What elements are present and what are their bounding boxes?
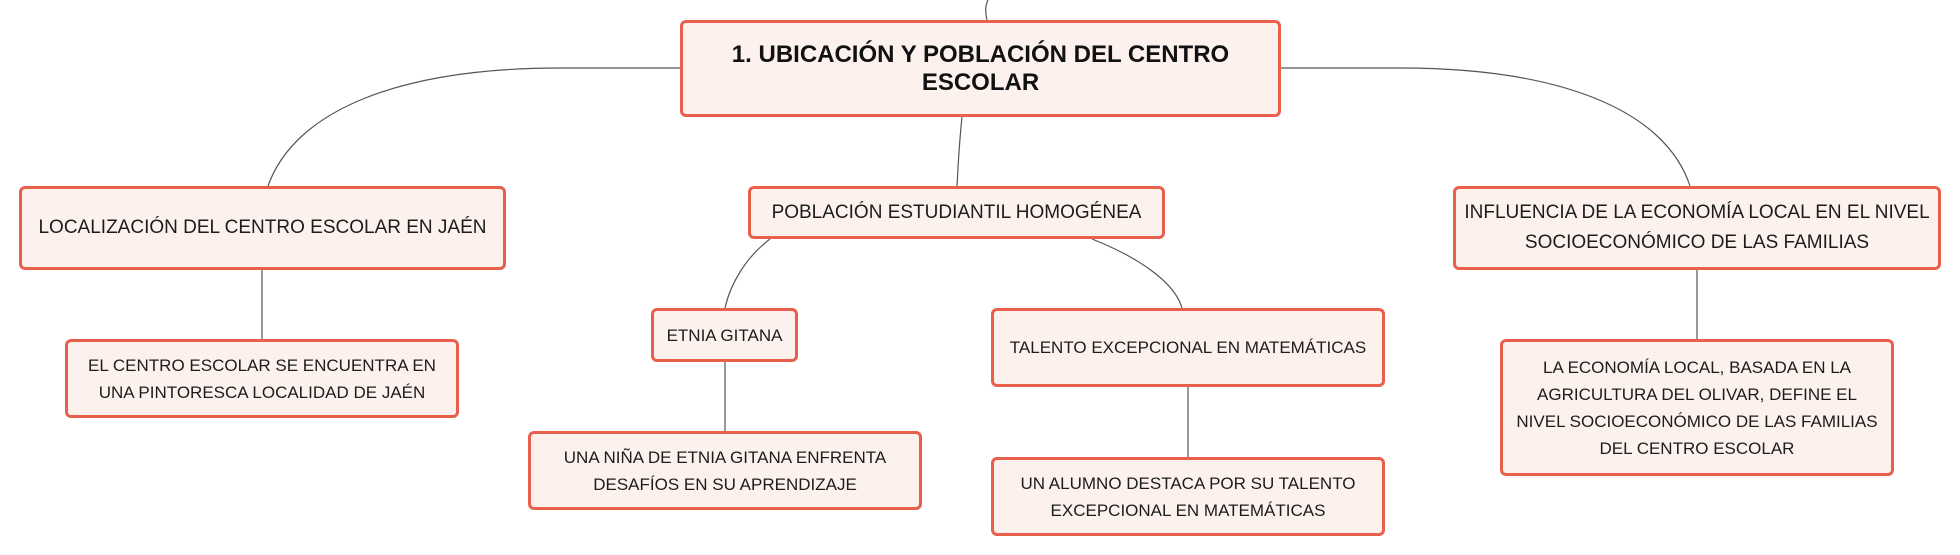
connector-root-to-parent	[985, 0, 989, 21]
subtopic-etnia-gitana-detail[interactable]: UNA NIÑA DE ETNIA GITANA ENFRENTA DESAFÍ…	[528, 431, 922, 510]
connector-poblacion-to-talento	[1091, 238, 1183, 309]
topic-localizacion-label: LOCALIZACIÓN DEL CENTRO ESCOLAR EN JAÉN	[38, 217, 487, 238]
subtopic-etnia-gitana[interactable]: ETNIA GITANA	[651, 308, 798, 362]
topic-poblacion[interactable]: POBLACIÓN ESTUDIANTIL HOMOGÉNEA	[748, 186, 1165, 239]
connector-root-to-localizacion	[267, 67, 680, 187]
subtopic-talento-matematicas-detail[interactable]: UN ALUMNO DESTACA POR SU TALENTO EXCEPCI…	[991, 457, 1385, 536]
subtopic-etnia-gitana-detail-label: UNA NIÑA DE ETNIA GITANA ENFRENTA DESAFÍ…	[563, 447, 887, 494]
subtopic-talento-matematicas-label: TALENTO EXCEPCIONAL EN MATEMÁTICAS	[1009, 338, 1367, 357]
subtopic-talento-matematicas[interactable]: TALENTO EXCEPCIONAL EN MATEMÁTICAS	[991, 308, 1385, 387]
topic-poblacion-label: POBLACIÓN ESTUDIANTIL HOMOGÉNEA	[771, 201, 1142, 223]
root-topic[interactable]: 1. UBICACIÓN Y POBLACIÓN DEL CENTRO ESCO…	[680, 20, 1281, 117]
topic-influencia-label: INFLUENCIA DE LA ECONOMÍA LOCAL EN EL NI…	[1464, 202, 1930, 253]
connector-poblacion-to-etnia	[724, 238, 771, 309]
root-topic-label: 1. UBICACIÓN Y POBLACIÓN DEL CENTRO ESCO…	[731, 40, 1230, 96]
topic-localizacion[interactable]: LOCALIZACIÓN DEL CENTRO ESCOLAR EN JAÉN	[19, 186, 506, 270]
subtopic-localizacion-detail[interactable]: EL CENTRO ESCOLAR SE ENCUENTRA EN UNA PI…	[65, 339, 459, 418]
subtopic-talento-matematicas-detail-label: UN ALUMNO DESTACA POR SU TALENTO EXCEPCI…	[1020, 473, 1356, 520]
subtopic-influencia-detail[interactable]: LA ECONOMÍA LOCAL, BASADA EN LA AGRICULT…	[1500, 339, 1894, 476]
topic-influencia[interactable]: INFLUENCIA DE LA ECONOMÍA LOCAL EN EL NI…	[1453, 186, 1941, 270]
subtopic-influencia-detail-label: LA ECONOMÍA LOCAL, BASADA EN LA AGRICULT…	[1516, 357, 1878, 458]
connector-root-to-influencia	[1281, 67, 1691, 187]
subtopic-etnia-gitana-label: ETNIA GITANA	[666, 325, 783, 345]
connector-root-to-poblacion	[956, 116, 963, 187]
subtopic-localizacion-detail-label: EL CENTRO ESCOLAR SE ENCUENTRA EN UNA PI…	[88, 355, 436, 402]
